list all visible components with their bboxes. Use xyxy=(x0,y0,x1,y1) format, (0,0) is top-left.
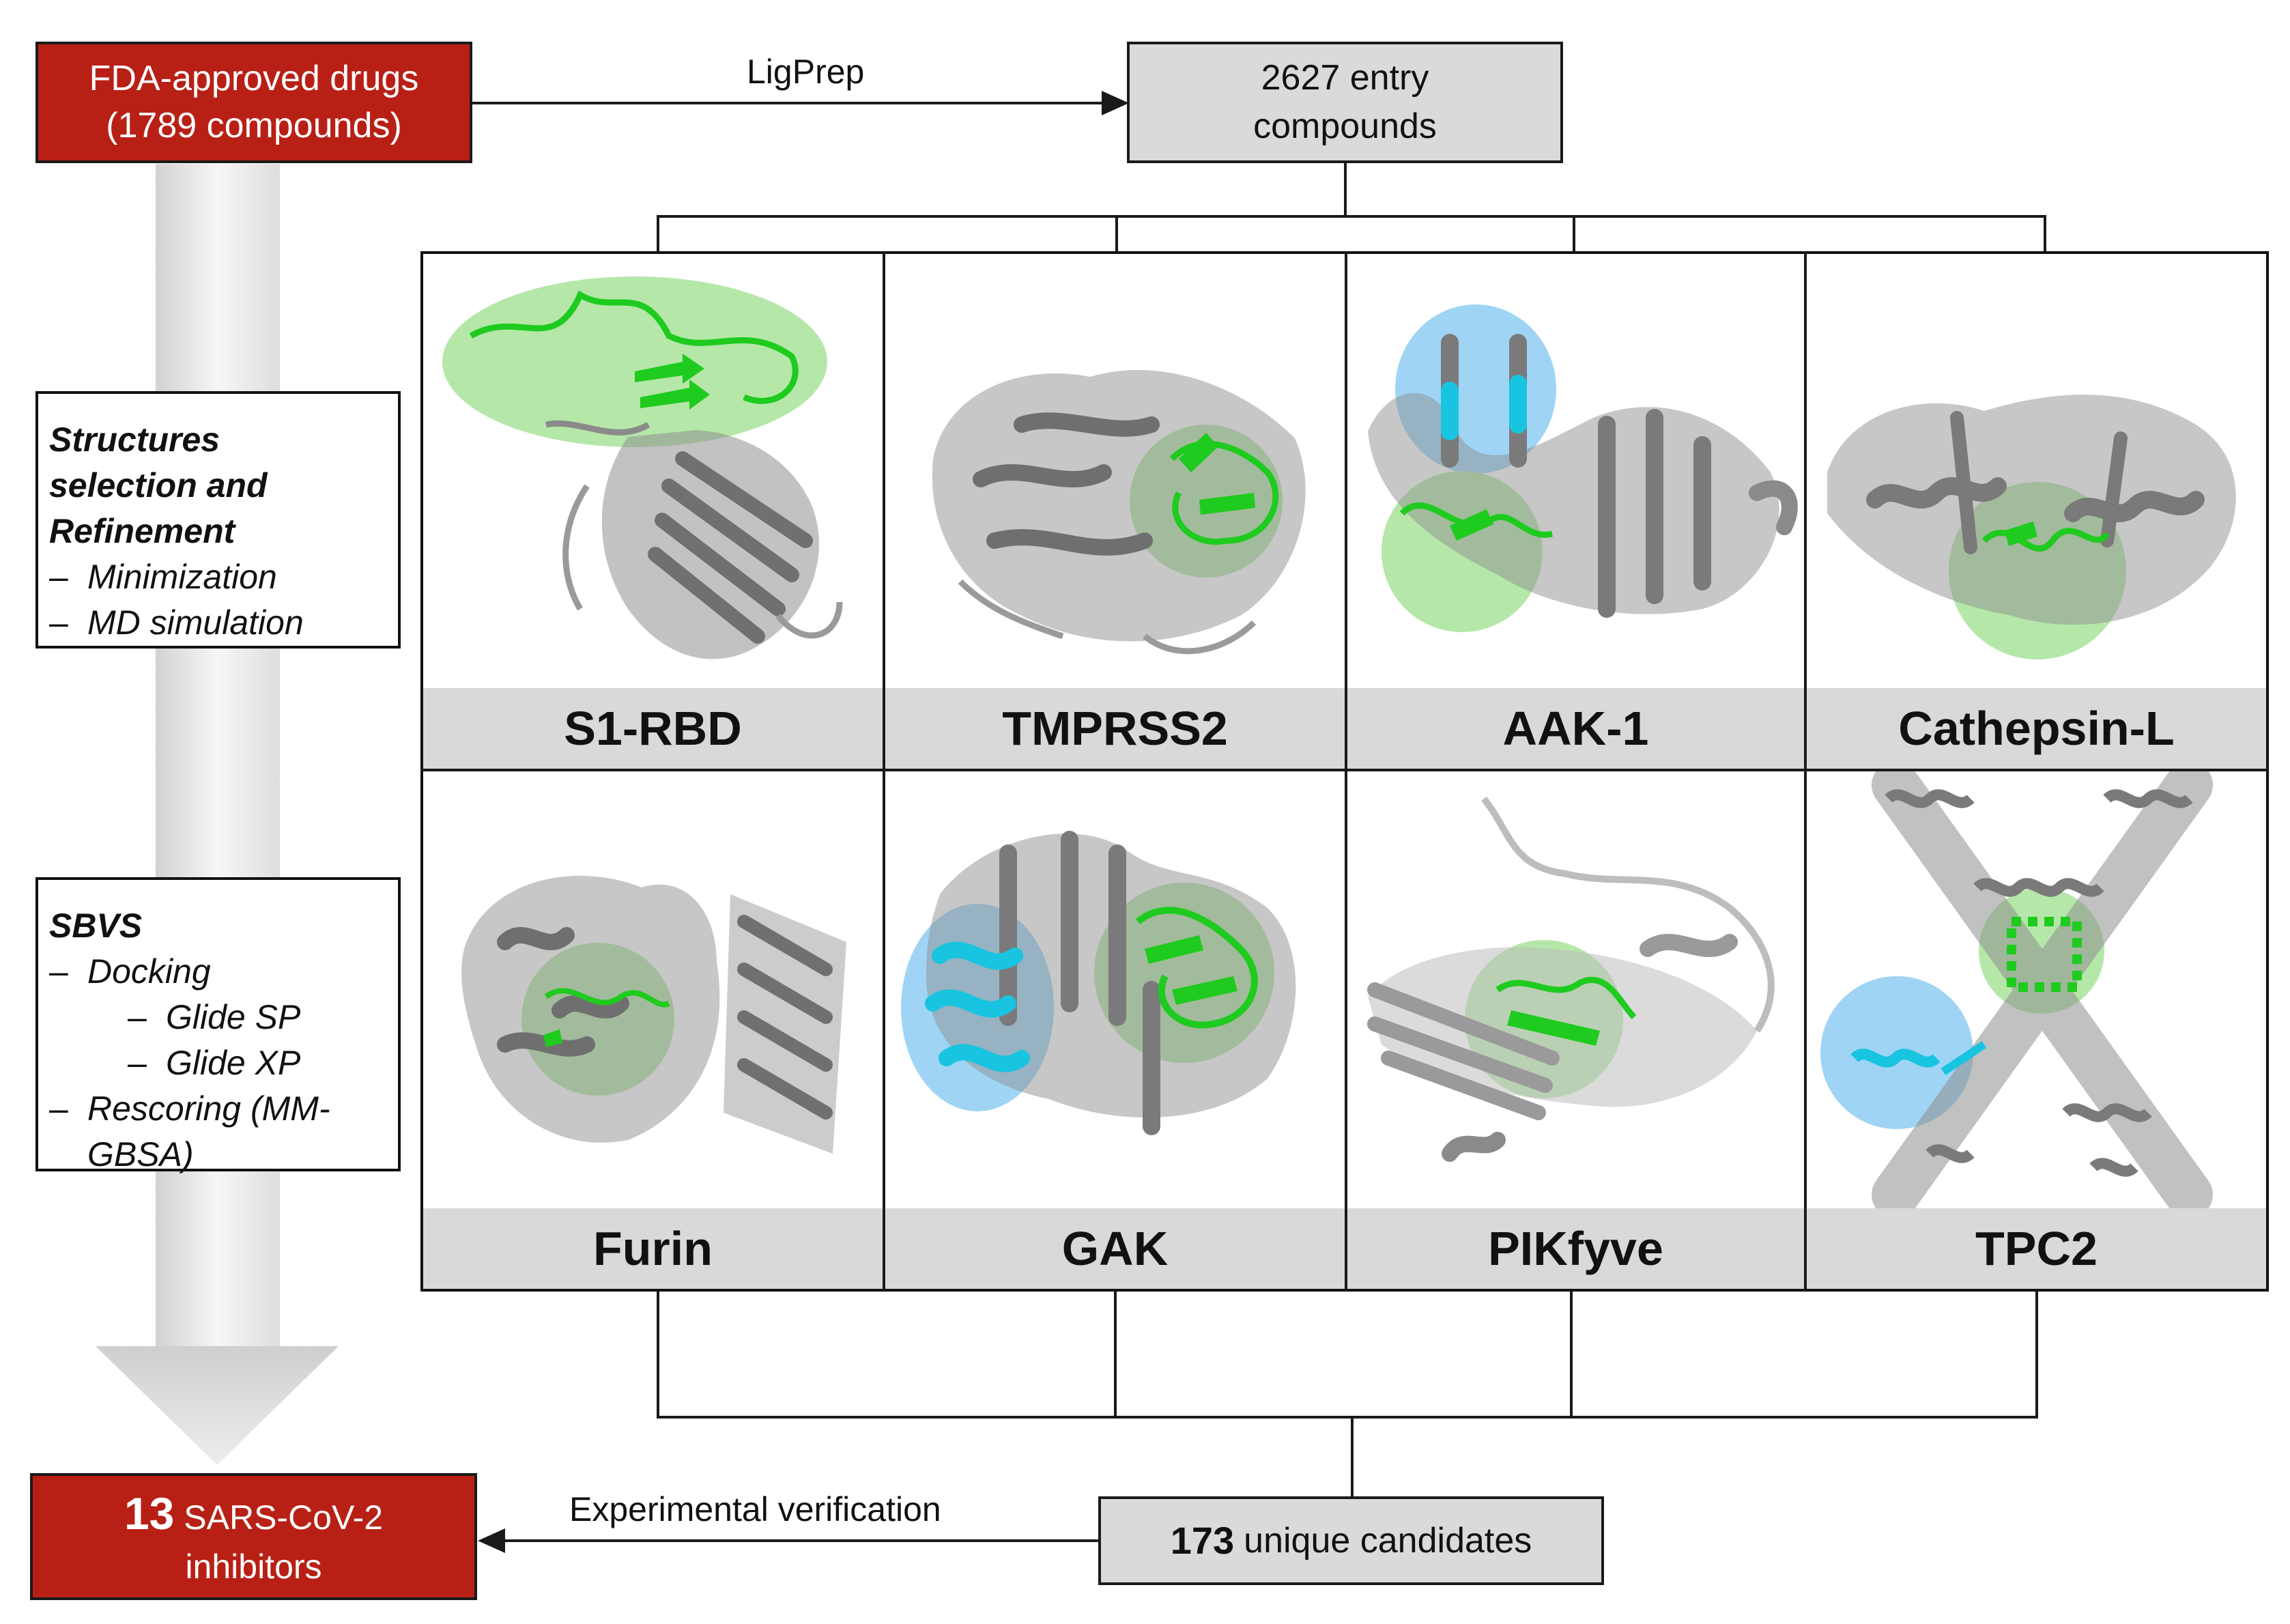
tmprss2-structure xyxy=(932,370,1306,655)
candidates-text: unique candidates xyxy=(1244,1520,1532,1561)
entry-compounds-box: 2627 entry compounds xyxy=(1127,42,1563,163)
target-cell-s1-rbd: S1-RBD xyxy=(423,254,883,769)
stage1-item-minimization: –Minimization xyxy=(49,558,277,596)
stage2-item-rescoring: –Rescoring (MM- xyxy=(49,1089,330,1128)
cathepsin-l-structure xyxy=(1827,395,2236,659)
stage1-title-line2: selection and xyxy=(49,466,268,504)
target-label-furin: Furin xyxy=(423,1208,883,1289)
target-label-aak1: AAK-1 xyxy=(1347,688,1804,769)
target-cell-gak: GAK xyxy=(885,771,1345,1289)
tree-bottom-bar xyxy=(657,1416,2038,1419)
tree-bottom-rise-2 xyxy=(1114,1292,1117,1419)
stage2-item-docking: –Docking xyxy=(49,952,211,991)
entry-compounds-line1: 2627 entry xyxy=(1261,58,1429,98)
inhibitor-virus: SARS-CoV-2 xyxy=(184,1498,384,1537)
tree-bottom-rise-4 xyxy=(2035,1292,2038,1419)
stage2-title: SBVS xyxy=(49,907,143,945)
tree-top-drop-4 xyxy=(2044,215,2046,251)
stage1-item-md-simulation: –MD simulation xyxy=(49,603,304,642)
target-label-cathepsin-l: Cathepsin-L xyxy=(1807,688,2266,769)
tree-bottom-rise-3 xyxy=(1570,1292,1573,1419)
target-cell-aak1: AAK-1 xyxy=(1347,254,1804,769)
verification-label: Experimental verification xyxy=(569,1490,941,1528)
inhibitors-result-box: 13 SARS-CoV-2 inhibitors xyxy=(30,1473,477,1600)
verification-arrow-line xyxy=(502,1539,1098,1542)
inhibitor-count: 13 xyxy=(124,1488,175,1539)
structure-refinement-box: Structures selection and Refinement –Min… xyxy=(35,391,401,649)
pipeline-arrow xyxy=(96,164,339,1465)
candidates-count: 173 xyxy=(1170,1518,1235,1562)
fda-drugs-box: FDA-approved drugs (1789 compounds) xyxy=(35,42,472,163)
tree-top-drop-1 xyxy=(657,215,659,251)
tree-bottom-rise-1 xyxy=(657,1292,659,1419)
result-line2: inhibitors xyxy=(185,1547,322,1586)
tree-top-stem xyxy=(1344,163,1347,216)
target-cell-tmprss2: TMPRSS2 xyxy=(885,254,1345,769)
aak1-structure xyxy=(1368,304,1798,632)
verification-arrowhead xyxy=(478,1528,505,1553)
tpc2-structure xyxy=(1820,771,2213,1219)
s1-rbd-structure xyxy=(442,276,843,659)
tree-top-drop-2 xyxy=(1115,215,1118,251)
ligprep-label: LigPrep xyxy=(747,53,865,91)
furin-structure xyxy=(461,875,846,1154)
stage1-title-line3: Refinement xyxy=(49,512,235,550)
target-cell-pikfyve: PIKfyve xyxy=(1347,771,1804,1289)
stage2-item-rescoring-cont: GBSA) xyxy=(87,1135,194,1173)
result-line1: 13 SARS-CoV-2 xyxy=(124,1484,383,1543)
unique-candidates-box: 173 unique candidates xyxy=(1098,1496,1604,1585)
target-cell-furin: Furin xyxy=(423,771,883,1289)
target-label-gak: GAK xyxy=(885,1208,1345,1289)
stage2-item-glide-sp: –Glide SP xyxy=(128,998,301,1036)
target-label-s1-rbd: S1-RBD xyxy=(423,688,883,769)
fda-drugs-title: FDA-approved drugs xyxy=(89,59,419,99)
stage1-title-line1: Structures xyxy=(49,421,220,459)
target-label-tpc2: TPC2 xyxy=(1807,1208,2266,1289)
ligprep-arrowhead xyxy=(1102,91,1129,115)
grid-divider-v3 xyxy=(1804,251,1807,1292)
tree-top-drop-3 xyxy=(1573,215,1575,251)
grid-divider-v2 xyxy=(1345,251,1347,1292)
stage2-item-glide-xp: –Glide XP xyxy=(128,1044,301,1082)
ligprep-arrow-line xyxy=(472,102,1106,104)
gak-structure xyxy=(901,831,1296,1135)
entry-compounds-line2: compounds xyxy=(1253,106,1437,146)
sbvs-box: SBVS –Docking –Glide SP –Glide XP –Resco… xyxy=(35,877,401,1173)
target-cell-tpc2: TPC2 xyxy=(1807,771,2266,1289)
target-label-tmprss2: TMPRSS2 xyxy=(885,688,1345,769)
grid-divider-v1 xyxy=(883,251,885,1292)
fda-drugs-count: (1789 compounds) xyxy=(106,106,402,145)
pikfyve-structure xyxy=(1367,796,1775,1162)
target-cell-cathepsin-l: Cathepsin-L xyxy=(1807,254,2266,769)
tree-top-bar xyxy=(657,215,2046,218)
tree-bottom-stem xyxy=(1351,1416,1354,1496)
target-label-pikfyve: PIKfyve xyxy=(1347,1208,1804,1289)
